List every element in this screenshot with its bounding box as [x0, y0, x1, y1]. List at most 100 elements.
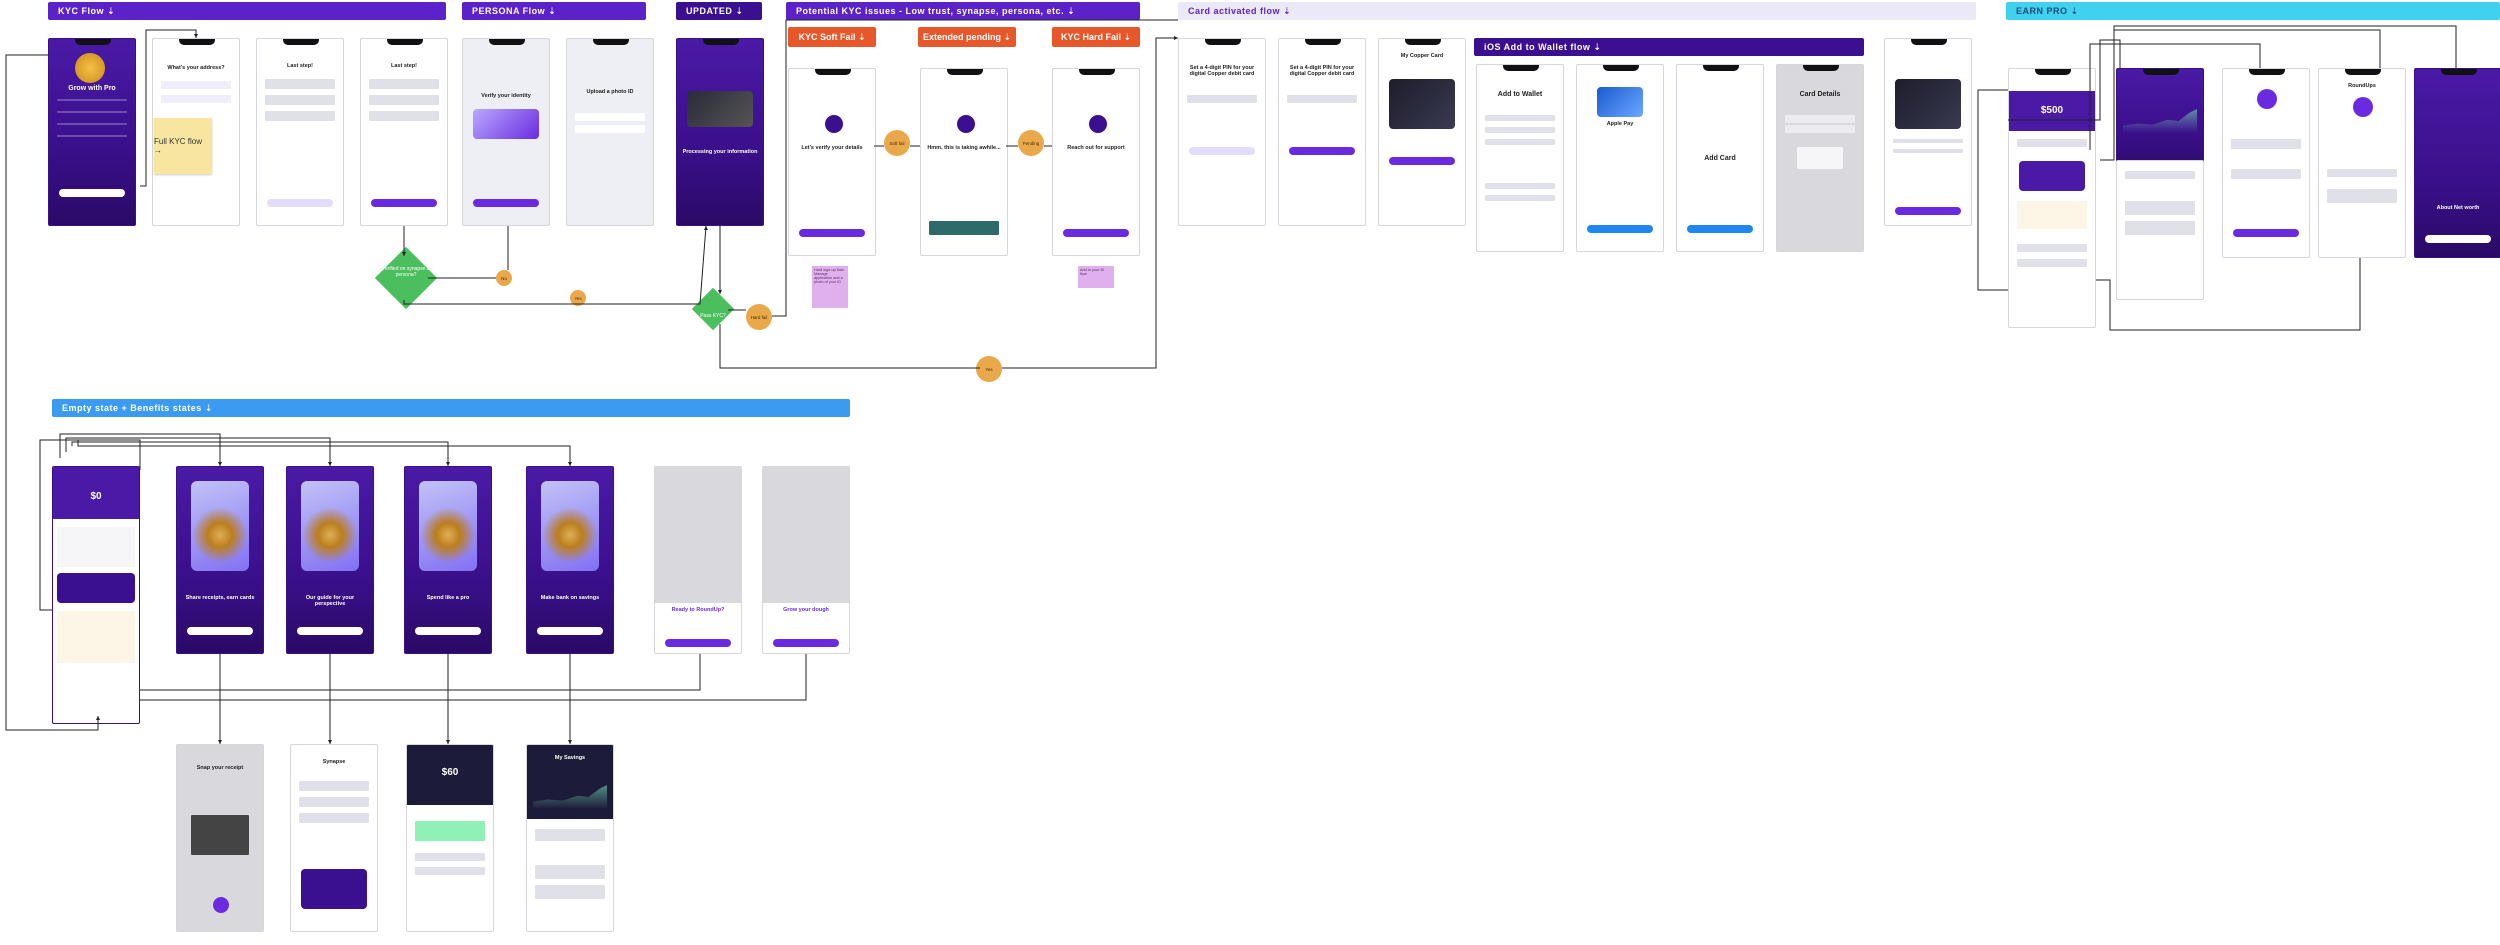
- screen-benefit-receipts[interactable]: Share receipts, earn cards: [176, 466, 264, 654]
- screen-roundups[interactable]: RoundUps: [2318, 68, 2406, 258]
- submit-button[interactable]: [267, 199, 333, 207]
- screen-benefit-guide[interactable]: Our guide for your perspective: [286, 466, 374, 654]
- get-started-button[interactable]: [297, 627, 363, 635]
- list-row[interactable]: [299, 797, 369, 807]
- screen-soft-fail[interactable]: Let's verify your details: [788, 68, 876, 256]
- screen-boost[interactable]: [2222, 68, 2310, 258]
- list-row[interactable]: [299, 781, 369, 791]
- roundups-row[interactable]: [2017, 244, 2087, 252]
- amount-row[interactable]: [2327, 189, 2397, 203]
- branch-circle-yes-2[interactable]: Yes: [976, 356, 1002, 382]
- wallet-option[interactable]: [1485, 183, 1555, 189]
- branch-circle-pending[interactable]: Pending: [1018, 130, 1044, 156]
- screen-add-to-wallet[interactable]: Add to Wallet: [1476, 64, 1564, 252]
- list-row[interactable]: [415, 867, 485, 875]
- screen-add-card[interactable]: Add Card: [1676, 64, 1764, 252]
- percent-options[interactable]: [2231, 139, 2301, 149]
- submit-button[interactable]: [371, 199, 437, 207]
- set-pin-button[interactable]: [1189, 147, 1255, 155]
- keyboard[interactable]: [157, 175, 235, 215]
- promo-banner[interactable]: [415, 821, 485, 841]
- section-header-kyc[interactable]: KYC Flow ⇣: [48, 2, 446, 20]
- branch-circle-soft-fail[interactable]: Soft fail: [884, 130, 910, 156]
- get-started-button[interactable]: [537, 627, 603, 635]
- screen-snap-receipt[interactable]: Snap your receipt: [176, 744, 264, 932]
- get-started-button[interactable]: [187, 627, 253, 635]
- modal-cta-button[interactable]: [773, 639, 839, 647]
- screen-benefit-savings[interactable]: Make bank on savings: [526, 466, 614, 654]
- decision-verified[interactable]: [374, 246, 438, 310]
- sticky-note-full-kyc[interactable]: Full KYC flow →: [154, 118, 212, 174]
- promo-card[interactable]: [2019, 161, 2085, 191]
- wallet-option[interactable]: [1485, 139, 1555, 145]
- screen-my-copper-card[interactable]: My Copper Card: [1378, 38, 1466, 226]
- section-header-card-activated[interactable]: Card activated flow ⇣: [1178, 2, 1976, 20]
- screen-grow-dough-modal[interactable]: Grow your dough: [762, 466, 850, 654]
- screen-set-pin-2[interactable]: Set a 4-digit PIN for your digital Coppe…: [1278, 38, 1366, 226]
- screen-synapse[interactable]: Synapse: [290, 744, 378, 932]
- section-header-ios-wallet[interactable]: iOS Add to Wallet flow ⇣: [1474, 38, 1864, 56]
- keypad[interactable]: [1183, 175, 1261, 215]
- branch-circle-no[interactable]: No: [496, 270, 512, 286]
- address-field[interactable]: [161, 81, 231, 89]
- wallet-option[interactable]: [1485, 195, 1555, 201]
- screen-savings-detail[interactable]: [2116, 160, 2204, 300]
- add-card-button[interactable]: [1687, 225, 1753, 233]
- section-header-updated[interactable]: UPDATED ⇣: [676, 2, 762, 20]
- add-to-wallet-button[interactable]: [1389, 157, 1455, 165]
- screen-extended-pending[interactable]: Hmm, this is taking awhile...: [920, 68, 1008, 256]
- subsection-kyc-soft-fail[interactable]: KYC Soft Fail ⇣: [788, 27, 876, 47]
- screen-apple-pay[interactable]: Apple Pay: [1576, 64, 1664, 252]
- screen-net-worth[interactable]: About Net worth: [2414, 68, 2500, 258]
- set-pin-button[interactable]: [1289, 147, 1355, 155]
- branch-circle-hard-fail[interactable]: Hard fail: [746, 304, 772, 330]
- screen-last-step-2[interactable]: Last step!: [360, 38, 448, 226]
- percent-options[interactable]: [2231, 169, 2301, 179]
- screen-benefit-spend[interactable]: Spend like a pro: [404, 466, 492, 654]
- section-header-potential-kyc[interactable]: Potential KYC issues - Low trust, synaps…: [786, 2, 1140, 20]
- get-started-button[interactable]: [415, 627, 481, 635]
- screen-upload-photo-id[interactable]: Upload a photo ID: [566, 38, 654, 226]
- screen-processing[interactable]: Processing your information: [676, 38, 764, 226]
- boost-row[interactable]: [57, 687, 135, 695]
- address-field[interactable]: [161, 95, 231, 103]
- shutter-button[interactable]: [213, 897, 229, 913]
- subsection-kyc-hard-fail[interactable]: KYC Hard Fail ⇣: [1052, 27, 1140, 47]
- section-header-earn-pro[interactable]: EARN PRO ⇣: [2006, 2, 2500, 20]
- branch-circle-yes[interactable]: Yes: [570, 290, 586, 306]
- subsection-extended-pending[interactable]: Extended pending ⇣: [918, 27, 1016, 47]
- cta-button[interactable]: [59, 189, 125, 197]
- screen-earn-home[interactable]: $500: [2008, 68, 2096, 328]
- continue-button[interactable]: [473, 199, 539, 207]
- screen-hard-fail[interactable]: Reach out for support: [1052, 68, 1140, 256]
- contact-support-button[interactable]: [1063, 229, 1129, 237]
- screen-empty-home[interactable]: $0: [52, 466, 140, 724]
- screen-last-step-1[interactable]: Last step!: [256, 38, 344, 226]
- modal-cta-button[interactable]: [665, 639, 731, 647]
- option-row[interactable]: [575, 125, 645, 133]
- update-info-button[interactable]: [799, 229, 865, 237]
- copper-card-promo[interactable]: [57, 573, 135, 603]
- option-row[interactable]: [575, 113, 645, 121]
- list-row[interactable]: [415, 853, 485, 861]
- screen-sixty[interactable]: $60: [406, 744, 494, 932]
- list-row[interactable]: [299, 813, 369, 823]
- screen-card-ready[interactable]: [1884, 38, 1972, 226]
- continue-button[interactable]: [1587, 225, 1653, 233]
- section-header-persona[interactable]: PERSONA Flow ⇣: [462, 2, 646, 20]
- done-button[interactable]: [1895, 207, 1961, 215]
- promo-card[interactable]: [301, 869, 367, 909]
- pink-note-hard-fail[interactable]: Add to your ID flow: [1078, 266, 1114, 288]
- decision-pass-kyc[interactable]: [691, 287, 735, 331]
- toggle-row[interactable]: [2327, 169, 2397, 177]
- screen-card-details[interactable]: Card Details: [1776, 64, 1864, 252]
- roundups-row[interactable]: [57, 673, 135, 681]
- wallet-option[interactable]: [1485, 115, 1555, 121]
- start-boost-button[interactable]: [2233, 229, 2299, 237]
- pin-field[interactable]: [1187, 95, 1257, 103]
- screen-grow-with-pro[interactable]: Grow with Pro: [48, 38, 136, 226]
- keypad[interactable]: [1283, 175, 1361, 215]
- wallet-option[interactable]: [1485, 127, 1555, 133]
- pink-note-soft-fail[interactable]: Hard sign-up flow: Manage application an…: [812, 266, 848, 308]
- got-it-button[interactable]: [2425, 235, 2491, 243]
